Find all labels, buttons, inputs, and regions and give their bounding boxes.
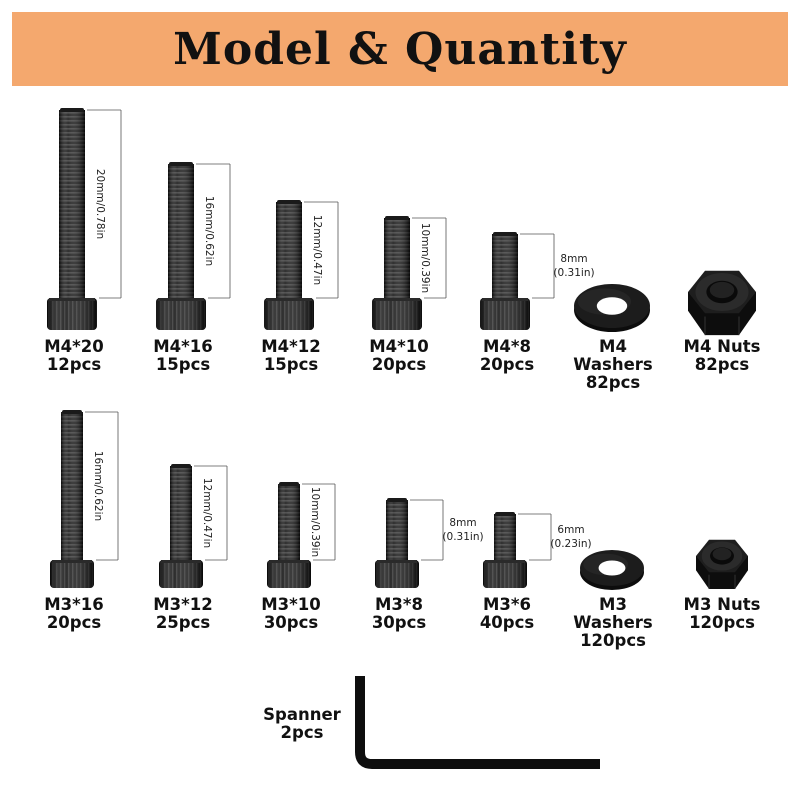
- bolt-m3x16: 16mm/0.62in: [50, 410, 119, 588]
- washer-m3: [580, 550, 644, 590]
- bolt-m4x10: 10mm/0.39in: [372, 216, 447, 330]
- title-banner: Model & Quantity: [12, 12, 788, 86]
- bolt-m3x12-dimension: 12mm/0.47in: [201, 478, 213, 548]
- bolt-m3x6-dimension-mm: 6mm: [557, 524, 584, 536]
- bolt-m3x8: 8mm (0.31in): [375, 498, 484, 588]
- row-m4-parts: 20mm/0.78in 16mm/0.62in 12mm/0.47in 10mm/0.…: [47, 108, 756, 336]
- bolt-m3x6-dimension-in: (0.23in): [550, 538, 591, 550]
- bolt-m4x20-dimension: 20mm/0.78in: [94, 169, 106, 239]
- bolt-m3x16-dimension: 16mm/0.62in: [92, 451, 104, 521]
- nut-m3: [696, 539, 748, 590]
- bolt-m4x12: 12mm/0.47in: [264, 200, 339, 330]
- spanner-illustration: [355, 676, 600, 769]
- row-m3-parts: 16mm/0.62in 12mm/0.47in 10mm/0.39in 8mm (0.3…: [50, 410, 748, 590]
- bolt-m3x8-dimension-mm: 8mm: [449, 517, 476, 529]
- bolt-m3x10: 10mm/0.39in: [267, 482, 336, 588]
- bolt-m4x20: 20mm/0.78in: [47, 108, 122, 330]
- bolt-m4x16-dimension: 16mm/0.62in: [203, 196, 215, 266]
- bolt-m3x8-dimension-in: (0.31in): [442, 531, 483, 543]
- page-title: Model & Quantity: [173, 23, 627, 75]
- bolt-m3x6: 6mm (0.23in): [483, 512, 592, 588]
- bolt-m4x16: 16mm/0.62in: [156, 162, 231, 330]
- bolt-m4x8-dimension-in: (0.31in): [553, 267, 594, 279]
- nut-m4: [688, 270, 756, 336]
- washer-m4: [574, 284, 650, 332]
- bolt-m4x12-dimension: 12mm/0.47in: [311, 215, 323, 285]
- bolt-m4x10-dimension: 10mm/0.39in: [419, 223, 431, 293]
- bolt-m3x10-dimension: 10mm/0.39in: [309, 487, 321, 557]
- bolt-m3x12: 12mm/0.47in: [159, 464, 228, 588]
- bolt-m4x8: 8mm (0.31in): [480, 232, 595, 330]
- bolt-m4x8-dimension-mm: 8mm: [560, 253, 587, 265]
